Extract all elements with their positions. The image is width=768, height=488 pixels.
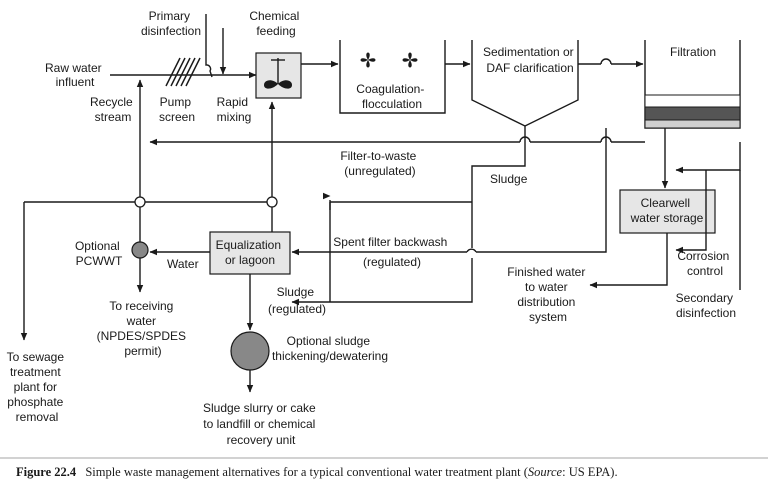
label-pump-screen: Pump screen bbox=[159, 95, 195, 124]
filtration-unit bbox=[644, 40, 741, 129]
optional-pcwwt-circle bbox=[131, 241, 149, 259]
label-receiving-water: To receiving water (NPDES/SPDES permit) bbox=[97, 299, 190, 358]
label-optional-pcwwt: Optional PCWWT bbox=[75, 239, 123, 268]
label-rapid-mixing: Rapid mixing bbox=[217, 95, 252, 124]
label-filter-to-waste: Filter-to-waste (unregulated) bbox=[340, 149, 419, 178]
label-spent-backwash: Spent filter backwash (regulated) bbox=[333, 235, 450, 269]
label-sludge-top: Sludge bbox=[490, 172, 528, 186]
label-sewage-plant: To sewage treatment plant for phosphate … bbox=[7, 350, 68, 424]
main-flow-lines bbox=[110, 14, 644, 79]
label-equalization: Equalization or lagoon bbox=[216, 238, 285, 267]
label-clearwell: Clearwell water storage bbox=[630, 196, 704, 225]
label-coagulation: Coagulation- flocculation bbox=[356, 82, 427, 111]
coagulation-flocculation-tank bbox=[339, 40, 446, 114]
label-sludge-slurry: Sludge slurry or cake to landfill or che… bbox=[203, 401, 319, 447]
label-water: Water bbox=[167, 257, 199, 271]
finished-water-lines bbox=[589, 128, 741, 290]
label-secondary-disinfection: Secondary disinfection bbox=[676, 291, 737, 320]
label-sludge-regulated: Sludge (regulated) bbox=[268, 285, 326, 316]
figure-caption: Figure 22.4 Simple waste management alte… bbox=[16, 465, 618, 479]
label-corrosion-control: Corrosion control bbox=[677, 249, 732, 278]
label-sludge-thickening: Optional sludge thickening/dewatering bbox=[272, 334, 388, 363]
label-finished-water: Finished water to water distribution sys… bbox=[507, 265, 588, 324]
clearwell-box bbox=[619, 189, 716, 234]
label-primary-disinfection: Primary disinfection bbox=[141, 9, 201, 38]
label-chemical-feeding: Chemical feeding bbox=[249, 9, 302, 38]
rapid-mix-tank bbox=[255, 52, 302, 99]
label-raw-water: Raw water influent bbox=[45, 61, 105, 89]
label-sedimentation: Sedimentation or DAF clarification bbox=[483, 45, 577, 75]
label-filtration: Filtration bbox=[670, 45, 716, 59]
labels: Raw water influent Primary disinfection … bbox=[7, 9, 737, 447]
recycle-and-waste-lines bbox=[20, 79, 645, 393]
label-recycle-stream: Recycle stream bbox=[90, 95, 136, 124]
pump-screen-symbol bbox=[165, 57, 201, 87]
sludge-thickener-circle bbox=[230, 331, 270, 371]
